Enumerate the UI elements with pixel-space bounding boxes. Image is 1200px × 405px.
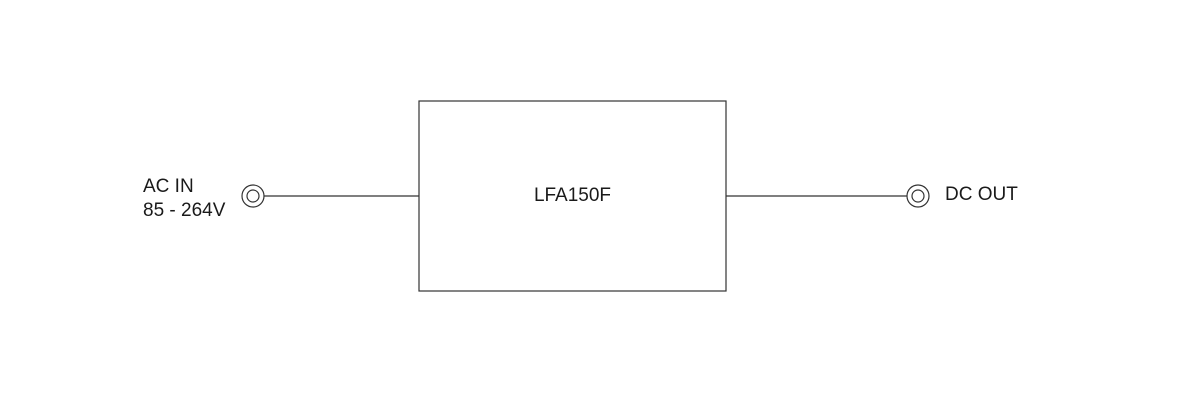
input-label: AC IN 85 - 264V bbox=[143, 175, 225, 223]
input-voltage-range: 85 - 264V bbox=[143, 200, 226, 221]
input-terminal-outer-ring bbox=[241, 184, 265, 208]
input-terminal-inner-ring bbox=[246, 189, 260, 203]
input-title: AC IN bbox=[143, 176, 194, 197]
input-terminal bbox=[241, 184, 265, 208]
output-label: DC OUT bbox=[945, 183, 1018, 207]
output-title: DC OUT bbox=[945, 184, 1018, 205]
output-terminal bbox=[906, 184, 930, 208]
power-supply-block bbox=[418, 100, 727, 292]
output-terminal-inner-ring bbox=[911, 189, 925, 203]
output-terminal-outer-ring bbox=[906, 184, 930, 208]
